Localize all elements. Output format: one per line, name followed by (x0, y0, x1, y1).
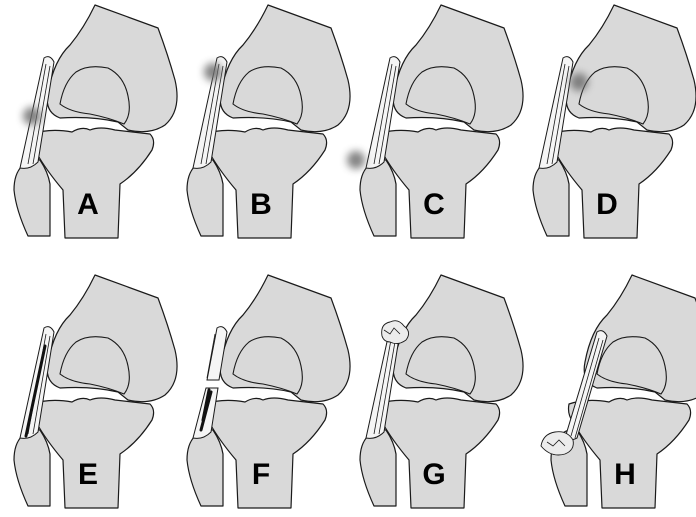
avulsion-fragment (541, 432, 573, 455)
panel-label: F (252, 458, 270, 491)
knee-panel-g: G (360, 275, 523, 508)
knee-panel-d: D (533, 5, 696, 238)
panel-label: E (78, 458, 98, 491)
knee-panel-e: E (14, 275, 177, 508)
knee-panel-f: F (187, 275, 350, 508)
panel-label: G (422, 458, 445, 491)
injury-site-shading (570, 73, 588, 91)
panel-label: D (596, 188, 618, 221)
panel-label: H (614, 458, 636, 491)
fibula (533, 160, 569, 236)
femur (393, 275, 523, 402)
femur (220, 275, 350, 402)
panel-label: A (77, 188, 99, 221)
knee-panel-c: C (347, 5, 523, 238)
injury-site-shading (204, 63, 222, 81)
knee-panel-a: A (14, 5, 177, 238)
knee-panel-b: B (187, 5, 350, 238)
avulsion-fragment (382, 321, 409, 344)
femur (47, 5, 177, 132)
femur (566, 5, 696, 132)
fibula (187, 430, 223, 506)
fibula (14, 430, 50, 506)
injury-site-shading (23, 107, 41, 125)
injury-site-shading (347, 151, 365, 169)
fibula (14, 160, 50, 236)
femur (220, 5, 350, 132)
panel-label: C (423, 188, 445, 221)
panel-label: B (250, 188, 272, 221)
femur (47, 275, 177, 402)
femur (393, 5, 523, 132)
fibula (360, 430, 396, 506)
knee-panel-h: H (541, 275, 696, 508)
fibula (360, 160, 396, 236)
fibula (187, 160, 223, 236)
